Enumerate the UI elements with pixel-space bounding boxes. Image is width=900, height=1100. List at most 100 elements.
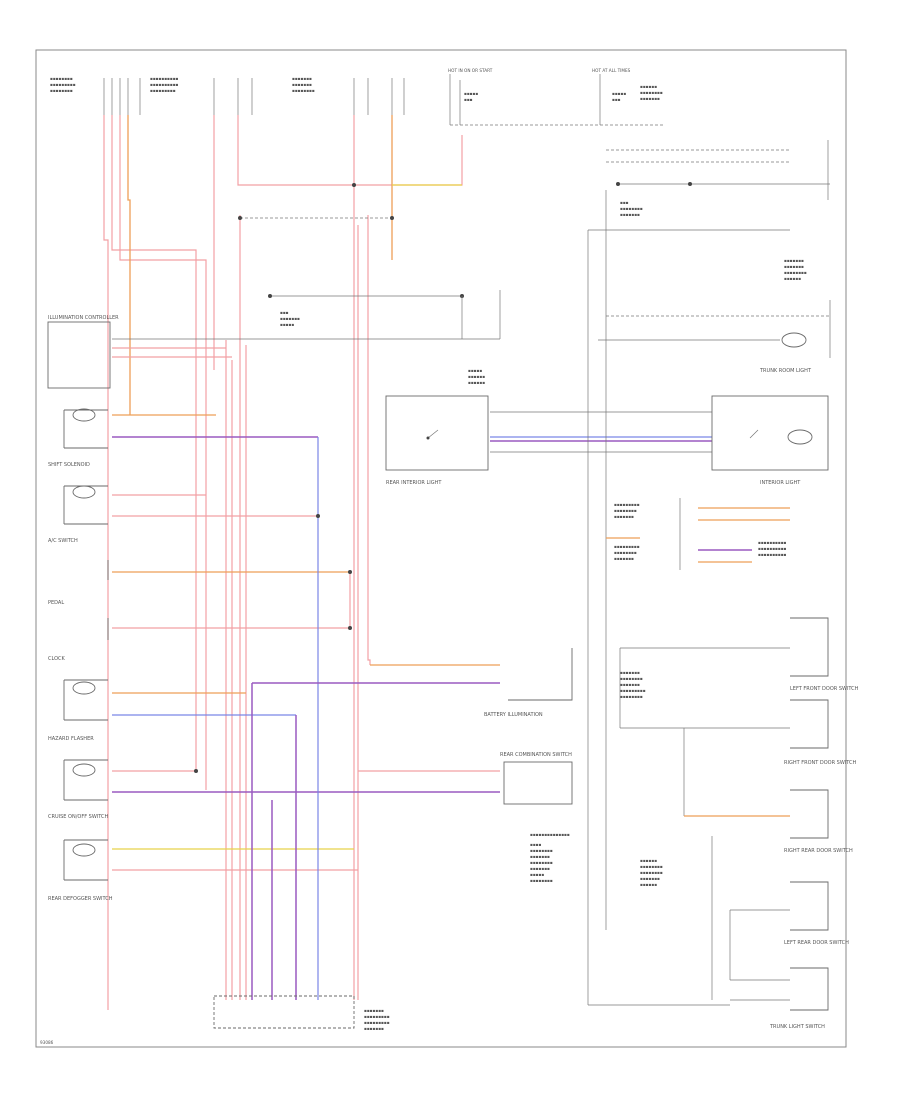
hot-at-all-times-label: HOT AT ALL TIMES — [592, 68, 631, 73]
battery-illumination-group: BATTERY ILLUMINATION — [484, 648, 573, 718]
svg-text:▪▪▪▪▪▪▪▪▪▪: ▪▪▪▪▪▪▪▪▪▪ — [150, 76, 179, 81]
svg-text:▪▪▪▪▪▪▪▪▪: ▪▪▪▪▪▪▪▪▪ — [50, 82, 76, 87]
svg-text:▪▪▪▪▪▪▪▪: ▪▪▪▪▪▪▪▪ — [620, 206, 643, 211]
trunk-wires-middle — [194, 437, 500, 1000]
trunk-room-light-group: TRUNK ROOM LIGHT — [598, 300, 831, 374]
svg-text:▪▪▪▪▪▪: ▪▪▪▪▪▪ — [468, 380, 485, 385]
interior-light-label: INTERIOR LIGHT — [760, 480, 801, 486]
left-front-door-label: LEFT FRONT DOOR SWITCH — [790, 686, 859, 692]
svg-text:▪▪▪▪▪▪▪▪▪▪: ▪▪▪▪▪▪▪▪▪▪ — [758, 540, 787, 545]
shift-solenoid-group: SHIFT SOLENOID — [48, 408, 318, 468]
svg-text:▪▪▪▪▪▪▪▪: ▪▪▪▪▪▪▪▪ — [640, 864, 663, 869]
svg-text:▪▪▪▪▪▪▪: ▪▪▪▪▪▪▪ — [530, 866, 550, 871]
svg-text:▪▪▪▪▪▪▪▪: ▪▪▪▪▪▪▪▪ — [50, 88, 73, 93]
svg-text:▪▪▪▪▪▪▪: ▪▪▪▪▪▪▪ — [364, 1008, 384, 1013]
svg-text:▪▪▪▪▪▪▪: ▪▪▪▪▪▪▪ — [364, 1026, 384, 1031]
ac-switch-label: A/C SWITCH — [48, 538, 78, 544]
svg-text:▪▪▪▪▪▪▪▪▪: ▪▪▪▪▪▪▪▪▪ — [150, 88, 176, 93]
svg-text:▪▪▪: ▪▪▪ — [612, 97, 621, 102]
cruise-switch-group: CRUISE ON/OFF SWITCH — [48, 759, 500, 820]
svg-text:▪▪▪▪▪▪▪▪: ▪▪▪▪▪▪▪▪ — [620, 676, 643, 681]
rear-defogger-switch-group: REAR DEFOGGER SWITCH — [48, 839, 358, 902]
bottom-connector: ▪▪▪▪▪▪▪ ▪▪▪▪▪▪▪▪▪ ▪▪▪▪▪▪▪▪▪ ▪▪▪▪▪▪▪ — [213, 995, 390, 1031]
svg-text:▪▪▪▪▪▪▪: ▪▪▪▪▪▪▪ — [292, 82, 312, 87]
rear-interior-light-label: REAR INTERIOR LIGHT — [386, 480, 442, 486]
right-front-door-switch: RIGHT FRONT DOOR SWITCH — [784, 699, 857, 766]
pedal-label: PEDAL — [48, 600, 64, 606]
svg-text:▪▪▪▪▪▪▪: ▪▪▪▪▪▪▪ — [620, 670, 640, 675]
left-rear-door-switch: LEFT REAR DOOR SWITCH — [784, 881, 849, 946]
clock-group: CLOCK — [48, 618, 350, 662]
svg-text:▪▪▪▪▪▪▪▪: ▪▪▪▪▪▪▪▪ — [614, 550, 637, 555]
svg-text:▪▪▪▪▪▪▪▪: ▪▪▪▪▪▪▪▪ — [530, 860, 553, 865]
svg-text:▪▪▪▪▪: ▪▪▪▪▪ — [464, 91, 478, 96]
svg-text:▪▪▪▪▪▪▪: ▪▪▪▪▪▪▪ — [620, 212, 640, 217]
svg-text:▪▪▪▪▪▪▪▪▪: ▪▪▪▪▪▪▪▪▪ — [620, 688, 646, 693]
svg-text:▪▪▪▪▪▪▪▪▪▪: ▪▪▪▪▪▪▪▪▪▪ — [758, 546, 787, 551]
rear-combo-switch-label: REAR COMBINATION SWITCH — [500, 752, 572, 758]
svg-text:▪▪▪▪▪▪▪▪▪: ▪▪▪▪▪▪▪▪▪ — [614, 502, 640, 507]
left-rear-door-label: LEFT REAR DOOR SWITCH — [784, 940, 849, 946]
svg-text:▪▪▪▪▪▪▪▪: ▪▪▪▪▪▪▪▪ — [640, 870, 663, 875]
svg-text:▪▪▪▪▪▪▪▪: ▪▪▪▪▪▪▪▪ — [292, 88, 315, 93]
svg-text:▪▪▪▪▪▪▪▪▪▪: ▪▪▪▪▪▪▪▪▪▪ — [150, 82, 179, 87]
svg-text:▪▪▪: ▪▪▪ — [464, 97, 473, 102]
left-front-door-switch: LEFT FRONT DOOR SWITCH — [790, 617, 859, 692]
svg-text:▪▪▪▪▪▪▪: ▪▪▪▪▪▪▪ — [280, 316, 300, 321]
svg-text:▪▪▪▪▪▪▪: ▪▪▪▪▪▪▪ — [640, 876, 660, 881]
svg-text:▪▪▪▪▪: ▪▪▪▪▪ — [530, 872, 544, 877]
svg-text:▪▪▪▪▪▪: ▪▪▪▪▪▪ — [640, 858, 657, 863]
illumination-controller: ILLUMINATION CONTROLLER ▪▪▪ ▪▪▪▪▪▪▪ ▪▪▪▪… — [47, 290, 501, 389]
shift-solenoid-label: SHIFT SOLENOID — [48, 462, 90, 468]
interior-light-group: INTERIOR LIGHT — [711, 395, 829, 486]
right-section: ▪▪▪ ▪▪▪▪▪▪▪▪ ▪▪▪▪▪▪▪ ▪▪▪▪▪▪▪ ▪▪▪▪▪▪▪ ▪▪▪… — [587, 140, 859, 1030]
svg-text:▪▪▪▪▪▪▪▪: ▪▪▪▪▪▪▪▪ — [784, 270, 807, 275]
svg-text:▪▪▪▪: ▪▪▪▪ — [530, 842, 542, 847]
trunk-light-switch-label: TRUNK LIGHT SWITCH — [769, 1024, 825, 1030]
illumination-controller-label: ILLUMINATION CONTROLLER — [48, 315, 119, 321]
hot-in-on-label: HOT IN ON OR START — [448, 68, 493, 73]
svg-text:▪▪▪▪▪▪▪▪▪: ▪▪▪▪▪▪▪▪▪ — [614, 544, 640, 549]
svg-text:▪▪▪▪▪▪▪: ▪▪▪▪▪▪▪ — [784, 264, 804, 269]
top-connector-clusters: ▪▪▪▪▪▪▪▪ ▪▪▪▪▪▪▪▪▪ ▪▪▪▪▪▪▪▪ ▪▪▪▪▪▪▪▪▪▪ ▪… — [50, 68, 665, 126]
hazard-group: HAZARD FLASHER — [48, 679, 296, 742]
rear-combo-switch-group: REAR COMBINATION SWITCH — [500, 752, 573, 805]
svg-text:▪▪▪▪▪▪: ▪▪▪▪▪▪ — [784, 276, 801, 281]
right-front-door-label: RIGHT FRONT DOOR SWITCH — [784, 760, 857, 766]
svg-text:▪▪▪▪▪▪▪: ▪▪▪▪▪▪▪ — [614, 556, 634, 561]
rear-interior-light-group: ▪▪▪▪▪ ▪▪▪▪▪▪ ▪▪▪▪▪▪ REAR INTERIOR LIGHT — [385, 368, 712, 486]
svg-text:▪▪▪▪▪▪▪: ▪▪▪▪▪▪▪ — [530, 854, 550, 859]
right-rear-door-switch: RIGHT REAR DOOR SWITCH — [784, 789, 853, 854]
footer-code: 93086 — [40, 1040, 54, 1045]
center-components: ▪▪▪▪▪ ▪▪▪▪▪▪ ▪▪▪▪▪▪ REAR INTERIOR LIGHT … — [385, 368, 712, 883]
svg-text:▪▪▪▪▪▪▪▪▪▪: ▪▪▪▪▪▪▪▪▪▪ — [758, 552, 787, 557]
svg-text:▪▪▪▪▪▪▪: ▪▪▪▪▪▪▪ — [292, 76, 312, 81]
svg-text:▪▪▪▪▪▪▪▪: ▪▪▪▪▪▪▪▪ — [530, 848, 553, 853]
svg-text:▪▪▪▪▪▪▪▪: ▪▪▪▪▪▪▪▪ — [50, 76, 73, 81]
hazard-label: HAZARD FLASHER — [48, 736, 94, 742]
svg-text:▪▪▪▪▪: ▪▪▪▪▪ — [280, 322, 294, 327]
svg-text:▪▪▪▪▪▪▪▪▪▪▪▪▪▪: ▪▪▪▪▪▪▪▪▪▪▪▪▪▪ — [530, 832, 570, 837]
svg-text:▪▪▪: ▪▪▪ — [620, 200, 629, 205]
svg-text:▪▪▪▪▪▪: ▪▪▪▪▪▪ — [640, 84, 657, 89]
svg-text:▪▪▪: ▪▪▪ — [280, 310, 289, 315]
trunk-room-light-label: TRUNK ROOM LIGHT — [759, 368, 812, 374]
svg-text:▪▪▪▪▪▪▪▪: ▪▪▪▪▪▪▪▪ — [614, 508, 637, 513]
diagram-frame — [35, 49, 847, 1048]
svg-text:▪▪▪▪▪: ▪▪▪▪▪ — [612, 91, 626, 96]
svg-text:▪▪▪▪▪▪▪▪▪: ▪▪▪▪▪▪▪▪▪ — [364, 1014, 390, 1019]
clock-label: CLOCK — [48, 656, 66, 662]
svg-text:▪▪▪▪▪▪▪▪: ▪▪▪▪▪▪▪▪ — [640, 90, 663, 95]
svg-text:▪▪▪▪▪▪▪: ▪▪▪▪▪▪▪ — [614, 514, 634, 519]
cruise-switch-label: CRUISE ON/OFF SWITCH — [48, 814, 109, 820]
svg-text:▪▪▪▪▪▪▪: ▪▪▪▪▪▪▪ — [784, 258, 804, 263]
ac-switch-group: A/C SWITCH — [48, 485, 318, 544]
svg-text:▪▪▪▪▪▪▪▪: ▪▪▪▪▪▪▪▪ — [620, 694, 643, 699]
svg-text:▪▪▪▪▪▪▪▪: ▪▪▪▪▪▪▪▪ — [530, 878, 553, 883]
svg-text:▪▪▪▪▪▪: ▪▪▪▪▪▪ — [640, 882, 657, 887]
pedal-group: PEDAL — [48, 560, 350, 606]
svg-text:▪▪▪▪▪▪▪: ▪▪▪▪▪▪▪ — [640, 96, 660, 101]
battery-illumination-label: BATTERY ILLUMINATION — [484, 712, 543, 718]
svg-text:▪▪▪▪▪▪▪▪▪: ▪▪▪▪▪▪▪▪▪ — [364, 1020, 390, 1025]
